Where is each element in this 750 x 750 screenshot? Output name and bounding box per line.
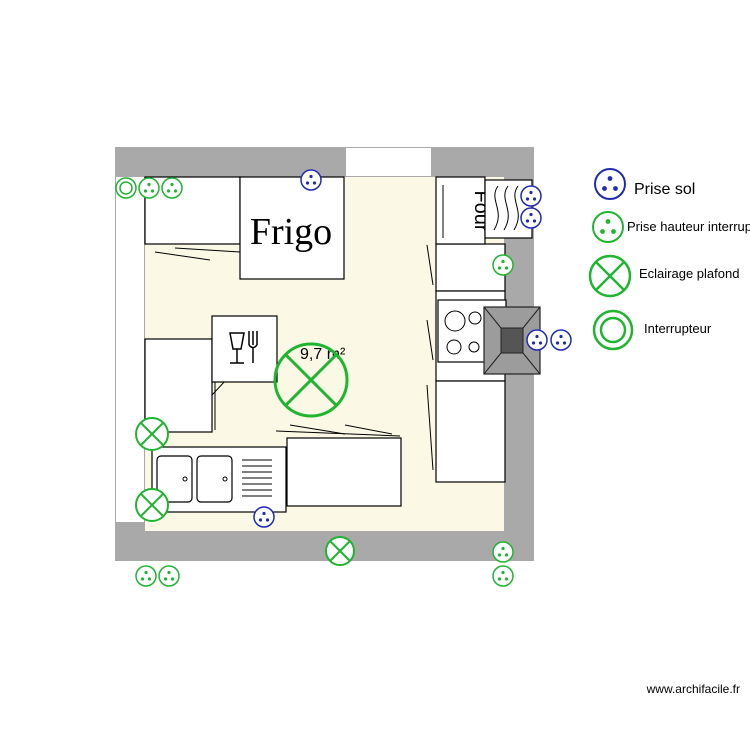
high-outlet-icon: [492, 541, 514, 563]
high-outlet-icon: [158, 565, 180, 587]
floor-outlet-icon: [520, 185, 542, 207]
door-opening: [116, 177, 144, 522]
high-outlet-icon: [138, 177, 160, 199]
switch-icon: [592, 309, 634, 351]
floor-outlet-icon: [253, 506, 275, 528]
legend-eclairage-label: Eclairage plafond: [639, 266, 739, 281]
room-area-label: 9,7 m²: [300, 346, 346, 363]
window-opening: [346, 148, 431, 176]
floor-outlet-icon: [300, 169, 322, 191]
legend-prise-hauteur-label: Prise hauteur interrupteur: [627, 219, 750, 234]
oven: Four: [435, 176, 492, 245]
high-outlet-icon: [592, 211, 624, 243]
ceiling-light-main: [273, 342, 349, 418]
bottom-counter: [275, 424, 402, 507]
legend: Prise sol Prise hauteur interrupteur Ecl…: [588, 168, 750, 351]
legend-prise-hauteur: Prise hauteur interrupteur: [592, 211, 750, 243]
high-outlet-icon: [161, 177, 183, 199]
light-icon: [135, 488, 169, 522]
high-outlet-icon: [492, 565, 514, 587]
watermark: www.archifacile.fr: [646, 682, 740, 696]
floor-outlet-icon: [594, 168, 626, 200]
light-icon: [135, 417, 169, 451]
floor-outlet-icon: [550, 329, 572, 351]
fridge-label: Frigo: [250, 211, 332, 253]
legend-interrupteur-label: Interrupteur: [644, 321, 712, 336]
sink: [151, 446, 287, 513]
light-icon: [325, 536, 355, 566]
legend-interrupteur: Interrupteur: [592, 309, 712, 351]
high-outlet-icon: [492, 254, 514, 276]
switch-icon: [115, 177, 137, 199]
dining-table-symbol: [211, 315, 278, 383]
legend-prise-sol-label: Prise sol: [634, 181, 695, 198]
wine-glass-fork-icon: [229, 331, 258, 364]
high-outlet-icon: [135, 565, 157, 587]
light-icon: [588, 254, 632, 298]
legend-prise-sol: Prise sol: [594, 168, 695, 200]
walls: [115, 147, 534, 561]
floor-outlet-icon: [526, 329, 548, 351]
floor-outlet-icon: [520, 207, 542, 229]
left-counter: [144, 315, 278, 433]
legend-eclairage: Eclairage plafond: [588, 254, 739, 298]
fridge: Frigo: [239, 176, 345, 280]
